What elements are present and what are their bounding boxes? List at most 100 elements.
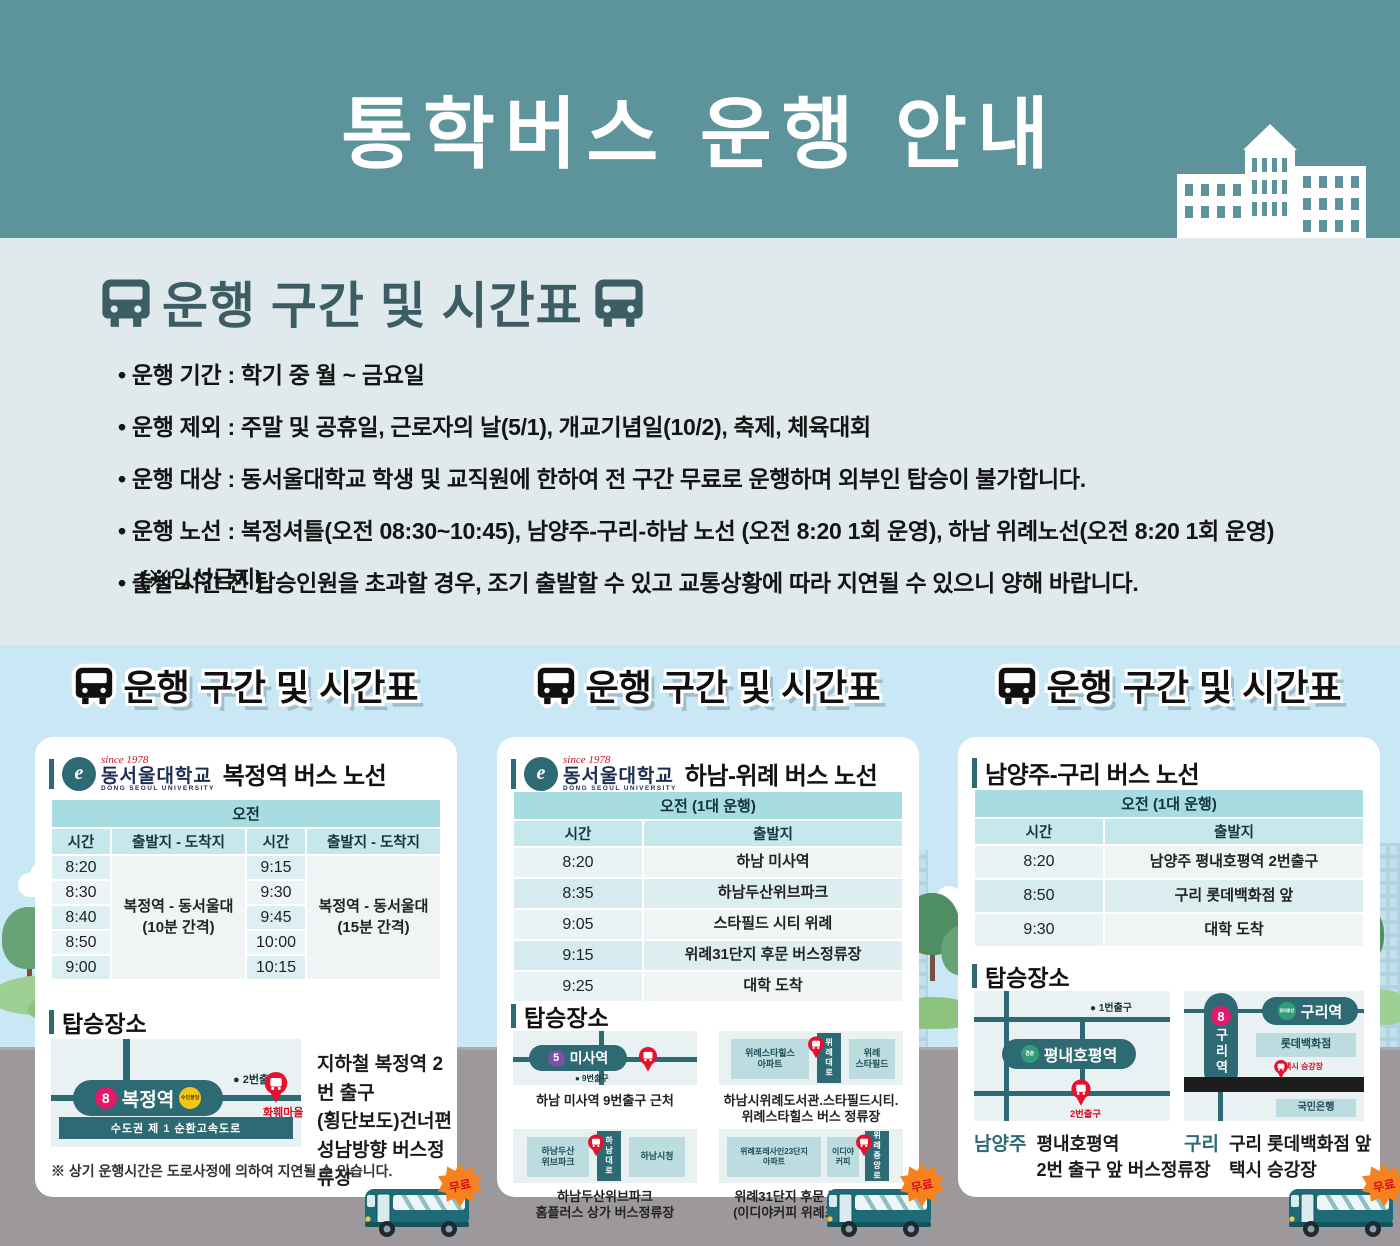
bus-stop-pin: 화훼마을 [263,1071,303,1120]
time-cell: 8:50 [974,879,1104,913]
exit-label: ● 9번출구 [575,1074,609,1083]
from-cell: 대학 도착 [1104,913,1365,947]
col-route: 출발지 - 도착지 [111,828,246,855]
hanam-wirye-route-card: e since 1978 동서울대학교 DONG SEOUL UNIVERSIT… [497,737,919,1220]
line5-badge: 5 [547,1049,565,1067]
map-caption: 하남두산위브파크 홈플러스 상가 버스정류장 [535,1189,675,1221]
card-header: e since 1978 동서울대학교 DONG SEOUL UNIVERSIT… [49,755,387,793]
map-caption: 하남시위례도서관.스타필드시티. 위례스타힐스 버스 정류장 [723,1093,899,1125]
from-cell: 위례31단지 후문 버스정류장 [643,940,904,971]
col-from: 출발지 [643,820,904,847]
wirye-starhills-map: 위례스타힐스 아파트 위례대로 위례 스타필드 [719,1031,903,1085]
accent-bar [49,1010,54,1034]
misa-station-map: 5 미사역 ● 9번출구 [513,1031,697,1085]
map-caption: 하남 미사역 9번출구 근처 [536,1093,674,1108]
section-badge: 운행 구간 및 시간표 [497,659,919,711]
col-time: 시간 [974,818,1104,845]
delay-note: ※ 상기 운행시간은 도로사정에 의하여 지연될 수 있습니다. [51,1163,393,1179]
bus-front-icon [102,279,150,327]
guri-line8-pill: 8 구리역 [1204,993,1238,1089]
gyeongui-line-badge: 경의중앙 [1277,1002,1296,1020]
namyangju-guri-timetable: 오전 (1대 운행) 시간 출발지 8:20 남양주 평내호평역 2번출구 8:… [974,789,1365,947]
bus-front-icon [998,667,1035,705]
col-from: 출발지 [1104,818,1365,845]
time-cell: 9:25 [513,971,643,1002]
accent-bar [972,964,977,988]
from-cell: 구리 롯데백화점 앞 [1104,879,1365,913]
station-name: 복정역 [121,1089,175,1111]
time-cell: 8:40 [51,905,111,930]
line8-badge: 8 [94,1087,117,1109]
accent-bar [511,758,516,789]
bus-stop-pin [587,1134,605,1157]
pin-label: 2번출구 [1069,1109,1101,1120]
line8-badge: 8 [1211,1006,1231,1026]
route-title: 하남-위례 버스 노선 [684,763,878,791]
suinbundang-line-badge: 수인분당 [179,1087,202,1109]
rule-excluded-days: 운행 제외 : 주말 및 공휴일, 근로자의 날(5/1), 개교기념일(10/… [118,408,1274,442]
bus-front-icon [75,667,112,705]
logo-name-en: DONG SEOUL UNIVERSITY [101,785,215,792]
university-logo: e since 1978 동서울대학교 DONG SEOUL UNIVERSIT… [524,755,677,793]
shuttle-bus-illustration: 무료 [824,1163,944,1246]
bus-stop-pin [638,1046,659,1072]
logo-name-kr: 동서울대학교 [101,766,212,787]
map-road-vertical: 위례대로 [817,1033,841,1083]
col-time: 시간 [51,828,111,855]
map-block: 하남두산 위브파크 [527,1137,589,1177]
table-period: 오전 (1대 운행) [974,789,1365,818]
map-block: 이디야 커피 [827,1137,859,1177]
time-cell: 9:05 [513,909,643,940]
guri-station-pill: 경의중앙 구리역 [1262,997,1358,1025]
taxi-stand-pin [1273,1059,1289,1079]
badge-label: 운행 구간 및 시간표 [585,667,881,708]
rule-departure: 출발 시간 전 탑승인원을 초과할 경우, 조기 출발할 수 있고 교통상황에 … [118,564,1274,598]
boarding-heading: 탑승장소 [49,1005,147,1039]
shuttle-bus-illustration: 무료 [362,1163,482,1246]
station-name: 미사역 [569,1050,609,1066]
from-cell: 스타필드 시티 위례 [643,909,904,940]
bus-front-icon [537,667,574,705]
time-cell: 10:00 [246,930,306,955]
info-heading-text: 운행 구간 및 시간표 [162,278,583,334]
operation-info-section: 운행 구간 및 시간표 운행 기간 : 학기 중 월 ~ 금요일 운행 제외 :… [0,238,1400,645]
map-road-dark [1184,1077,1364,1092]
poster-header: 통학버스 운행 안내 [0,0,1400,238]
bokjeong-map: 8 복정역 수인분당 ● 2번출구 화훼마을 수도권 제 1 순환고속도로 [51,1039,303,1147]
hanam-doosan-map: 하남두산 위브파크 하남대로 하남시청 [513,1129,697,1183]
bus-stop-pin: 2번출구 [1069,1079,1101,1121]
time-cell: 9:15 [246,855,306,880]
pyeongnae-station-pill: 경춘 평내호평역 [1002,1039,1136,1069]
col-route: 출발지 - 도착지 [306,828,442,855]
column-bokjeong: 운행 구간 및 시간표 e since 1978 동서울대학교 DONG SEO… [35,645,457,1246]
map-road [123,1039,130,1083]
taxi-stand-label: 택시 승강장 [1284,1062,1324,1071]
accent-bar [972,757,977,788]
info-heading: 운행 구간 및 시간표 [100,266,645,338]
bus-front-icon [595,279,643,327]
logo-since: since 1978 [563,754,611,766]
time-cell: 8:20 [974,845,1104,879]
accent-bar [49,758,54,789]
university-logo-mark: e [524,756,558,791]
logo-name-kr: 동서울대학교 [563,766,674,787]
city-label: 남양주 [974,1134,1027,1155]
pyeongnae-caption: 남양주 평내호평역 2번 출구 앞 버스정류장 [974,1131,1211,1183]
boarding-heading: 탑승장소 [972,959,1070,993]
time-cell: 8:50 [51,930,111,955]
table-period: 오전 (1대 운행) [513,791,904,820]
card-header: 남양주-구리 버스 노선 [972,755,1200,790]
university-logo-mark: e [62,756,96,791]
guri-caption: 구리 구리 롯데백화점 앞 택시 승강장 [1184,1131,1371,1183]
misa-station-pill: 5 미사역 [529,1045,627,1071]
section-badge: 운행 구간 및 시간표 [35,659,457,711]
map-road [974,1091,1170,1096]
boarding-heading: 탑승장소 [511,999,609,1033]
logo-name-en: DONG SEOUL UNIVERSITY [563,785,677,792]
rule-eligibility: 운행 대상 : 동서울대학교 학생 및 교직원에 한하여 전 구간 무료로 운행… [118,460,1274,494]
col-time: 시간 [246,828,306,855]
time-cell: 9:00 [51,955,111,980]
university-logo: e since 1978 동서울대학교 DONG SEOUL UNIVERSIT… [62,755,215,793]
time-cell: 8:30 [51,880,111,905]
department-store-block: 롯데백화점 [1256,1033,1356,1057]
